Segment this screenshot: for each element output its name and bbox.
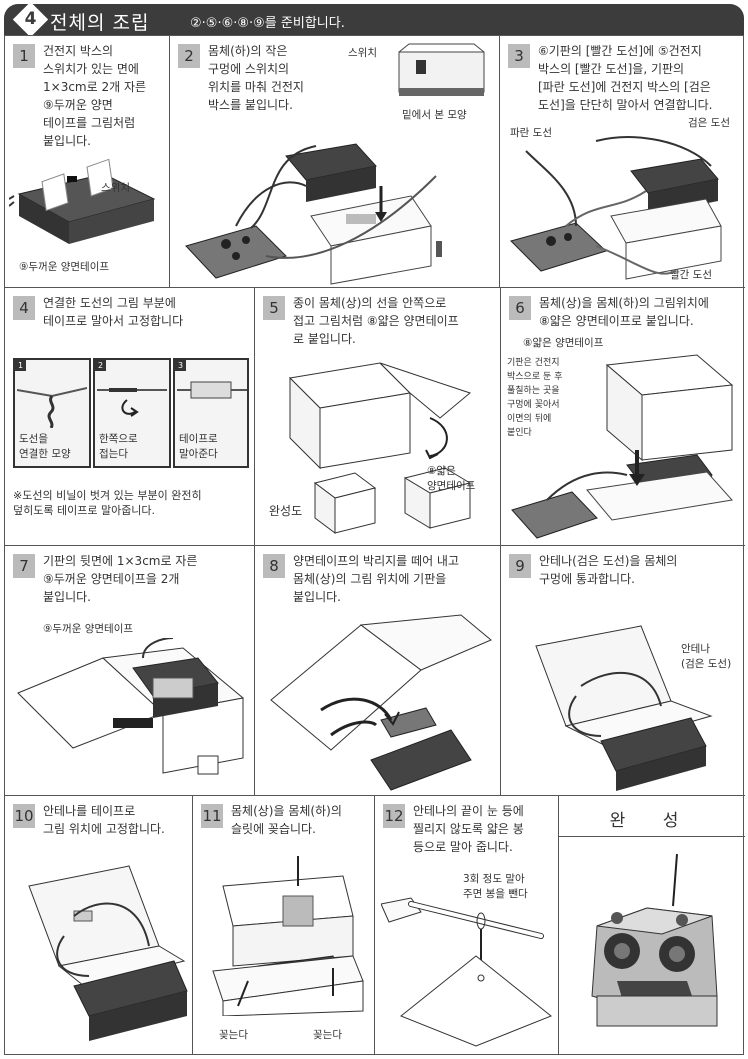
antenna-label: 안테나 (검은 도선) [681, 643, 732, 670]
step-4-panel: 4 연결한 도선의 그림 부분에 테이프로 말아서 고정합니다 1 도선을 연결… [5, 288, 255, 546]
antenna-pass-illustration [535, 625, 713, 791]
step-text: 양면테이프의 박리지를 떼어 내고 몸체(상)의 그림 위치에 기판을 붙입니다… [293, 554, 460, 604]
substep-2: 2 한쪽으로 접는다 [93, 358, 171, 468]
bottom-view-illustration [398, 43, 485, 96]
step-number: 5 [263, 296, 285, 320]
twisted-wire-icon [17, 387, 87, 428]
step-number: 10 [13, 804, 35, 828]
slot-insert-illustration [212, 856, 364, 1016]
step-10-panel: 10 안테나를 테이프로 그림 위치에 고정합니다. [5, 796, 193, 1054]
attach-board-illustration [270, 614, 492, 791]
step-text: 종이 몸체(상)의 선을 안쪽으로 접고 그림처럼 ⑧얇은 양면테이프 로 붙입… [293, 296, 459, 346]
blue-wire-label: 파란 도선 [510, 127, 552, 139]
finished-robot-illustration [591, 853, 718, 1027]
step-text: 연결한 도선의 그림 부분에 테이프로 말아서 고정합니다 [43, 296, 184, 328]
substep-label: 테이프로 말아준다 [179, 433, 218, 460]
step-12-panel: 12 안테나의 끝이 눈 등에 찔리지 않도록 얇은 봉 등으로 말아 줍니다.… [375, 796, 559, 1054]
step-number: 12 [383, 804, 405, 828]
step-number: 2 [178, 44, 200, 68]
complete-label: 완성도 [269, 504, 303, 518]
section-header: 4 전체의 조립 ②·⑤·⑥·⑧·⑨를 준비합니다. [4, 1, 744, 38]
step-3-panel: 3 ⑥기판의 [빨간 도선]에 ⑤건전지 박스의 [빨간 도선]을, 기판의 [… [500, 36, 745, 288]
thick-tape-label: ⑨두꺼운 양면테이프 [43, 623, 134, 635]
board-note: 기판은 건전지 박스으로 둔 후 풀칠하는 곳을 구멍에 꽂아서 이면의 뒤에 … [507, 358, 563, 438]
step-text: 몸체(하)의 작은 구멍에 스위치의 위치를 마춰 건전지 박스를 붙입니다. [208, 44, 304, 112]
final-title: 완 성 [609, 811, 695, 831]
fold-wire-icon [97, 388, 167, 417]
board-tape-illustration [17, 638, 245, 775]
tape-wire-icon [177, 381, 247, 399]
substep-number: 3 [175, 360, 186, 371]
wiring-illustration [510, 136, 722, 280]
final-divider [559, 836, 745, 837]
thin-tape-label: ⑧얇은 양면테이프 [523, 337, 604, 349]
step-text: 안테나를 테이프로 그림 위치에 고정합니다. [43, 804, 165, 836]
step-number: 7 [13, 554, 35, 578]
step-number: 6 [509, 296, 531, 320]
note-text: ※도선의 비닐이 벗겨 있는 부분이 완전히 덮히도록 테이프로 말아줍니다. [13, 489, 202, 517]
assembly-illustration [185, 143, 442, 285]
step-8-panel: 8 양면테이프의 박리지를 떼어 내고 몸체(상)의 그림 위치에 기판을 붙입… [255, 546, 501, 796]
body-fold-illustration [288, 362, 472, 534]
step-text: 건전지 박스의 스위치가 있는 면에 1×3cm로 2개 자른 ⑨두꺼운 양면 … [43, 44, 147, 148]
insert-label-left: 꽂는다 [219, 1029, 248, 1041]
substep-3: 3 테이프로 말아준다 [173, 358, 249, 468]
step-number: 3 [508, 44, 530, 68]
antenna-tape-illustration [28, 865, 188, 1041]
substep-number: 2 [95, 360, 106, 371]
black-wire-label: 검은 도선 [688, 117, 730, 129]
step-7-panel: 7 기판의 뒷면에 1×3cm로 자른 ⑨두꺼운 양면테이프을 2개 붙입니다.… [5, 546, 255, 796]
section-subtitle: ②·⑤·⑥·⑧·⑨를 준비합니다. [190, 16, 345, 31]
step-text: 몸체(상)을 몸체(하)의 그림위치에 ⑧얇은 양면테이프로 붙입니다. [539, 296, 709, 328]
roll-note: 3회 정도 말아 주면 봉을 뺀다 [463, 873, 528, 900]
substep-label: 한쪽으로 접는다 [99, 433, 138, 460]
step-9-panel: 9 안테나(검은 도선)을 몸체의 구멍에 통과합니다. 안테나 (검은 도선) [501, 546, 745, 796]
step-1-panel: 1 건전지 박스의 스위치가 있는 면에 1×3cm로 2개 자른 ⑨두꺼운 양… [5, 36, 170, 288]
step-text: 안테나의 끝이 눈 등에 찔리지 않도록 얇은 봉 등으로 말아 줍니다. [413, 804, 524, 854]
tape-label: ⑨두꺼운 양면테이프 [19, 261, 110, 273]
step-text: ⑥기판의 [빨간 도선]에 ⑤건전지 박스의 [빨간 도선]을, 기판의 [파란… [538, 44, 713, 112]
step-number: 8 [263, 554, 285, 578]
step-11-panel: 11 몸체(상)을 몸체(하)의 슬릿에 꽂습니다. 꽂는다 꽂는다 [193, 796, 375, 1054]
thin-tape-label: ⑧얇은 양면테이프 [427, 465, 476, 492]
battery-box-illustration [9, 158, 156, 244]
step-text: 몸체(상)을 몸체(하)의 슬릿에 꽂습니다. [231, 804, 342, 836]
switch-label: 스위치 [101, 182, 130, 194]
step-5-panel: 5 종이 몸체(상)의 선을 안쪽으로 접고 그림처럼 ⑧얇은 양면테이프 로 … [255, 288, 501, 546]
roll-antenna-illustration [381, 897, 552, 1047]
step-number: 11 [201, 804, 223, 828]
substep-1: 1 도선을 연결한 모양 [13, 358, 91, 468]
step-6-panel: 6 몸체(상)을 몸체(하)의 그림위치에 ⑧얇은 양면테이프로 붙입니다. ⑧… [501, 288, 745, 546]
substep-number: 1 [15, 360, 26, 371]
steps-grid: 1 건전지 박스의 스위치가 있는 면에 1×3cm로 2개 자른 ⑨두꺼운 양… [4, 35, 745, 1055]
section-title: 전체의 조립 [50, 12, 150, 34]
switch-label: 스위치 [348, 47, 377, 59]
bottom-view-label: 밑에서 본 모양 [402, 109, 467, 121]
step-number: 9 [509, 554, 531, 578]
attach-body-illustration [511, 354, 734, 539]
step-text: 기판의 뒷면에 1×3cm로 자른 ⑨두꺼운 양면테이프을 2개 붙입니다. [43, 554, 198, 604]
step-number: 1 [13, 44, 35, 68]
section-number: 4 [24, 9, 37, 29]
step-text: 안테나(검은 도선)을 몸체의 구멍에 통과합니다. [539, 554, 678, 586]
step-2-panel: 2 몸체(하)의 작은 구멍에 스위치의 위치를 마춰 건전지 박스를 붙입니다… [170, 36, 500, 288]
substep-label: 도선을 연결한 모양 [19, 433, 71, 460]
insert-label-right: 꽂는다 [313, 1029, 342, 1041]
step-number: 4 [13, 296, 35, 320]
final-panel: 완 성 [559, 796, 745, 1054]
